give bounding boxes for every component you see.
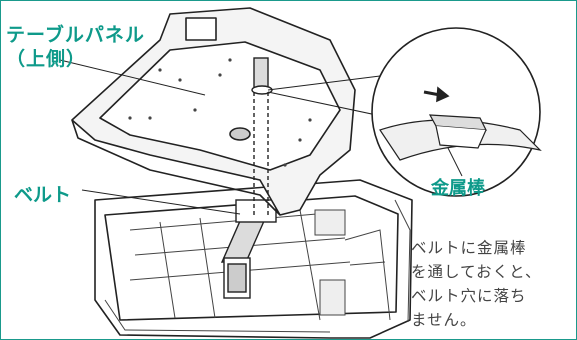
zoom-detail (371, 27, 542, 197)
belt-guide-lines (253, 92, 269, 218)
panel-holes (128, 58, 312, 167)
table-panel (71, 7, 356, 216)
table-panel-label: テーブルパネル (6, 24, 145, 46)
belt-upper (251, 57, 273, 95)
belt-lower (220, 199, 277, 299)
note-line-3: ベルト穴に落ち (411, 287, 527, 305)
table-panel-sub-label: （上側） (6, 48, 87, 70)
note-line-2: を通しておくと、 (411, 263, 542, 281)
metal-rod-label: 金属棒 (431, 178, 485, 199)
note-text: ベルトに金属棒 を通しておくと、 ベルト穴に落ち ません。 (411, 236, 576, 332)
note-line-4: ません。 (411, 311, 477, 329)
base-frame-lines (104, 199, 411, 333)
belt-label: ベルト (14, 184, 72, 206)
note-line-1: ベルトに金属棒 (411, 239, 527, 257)
